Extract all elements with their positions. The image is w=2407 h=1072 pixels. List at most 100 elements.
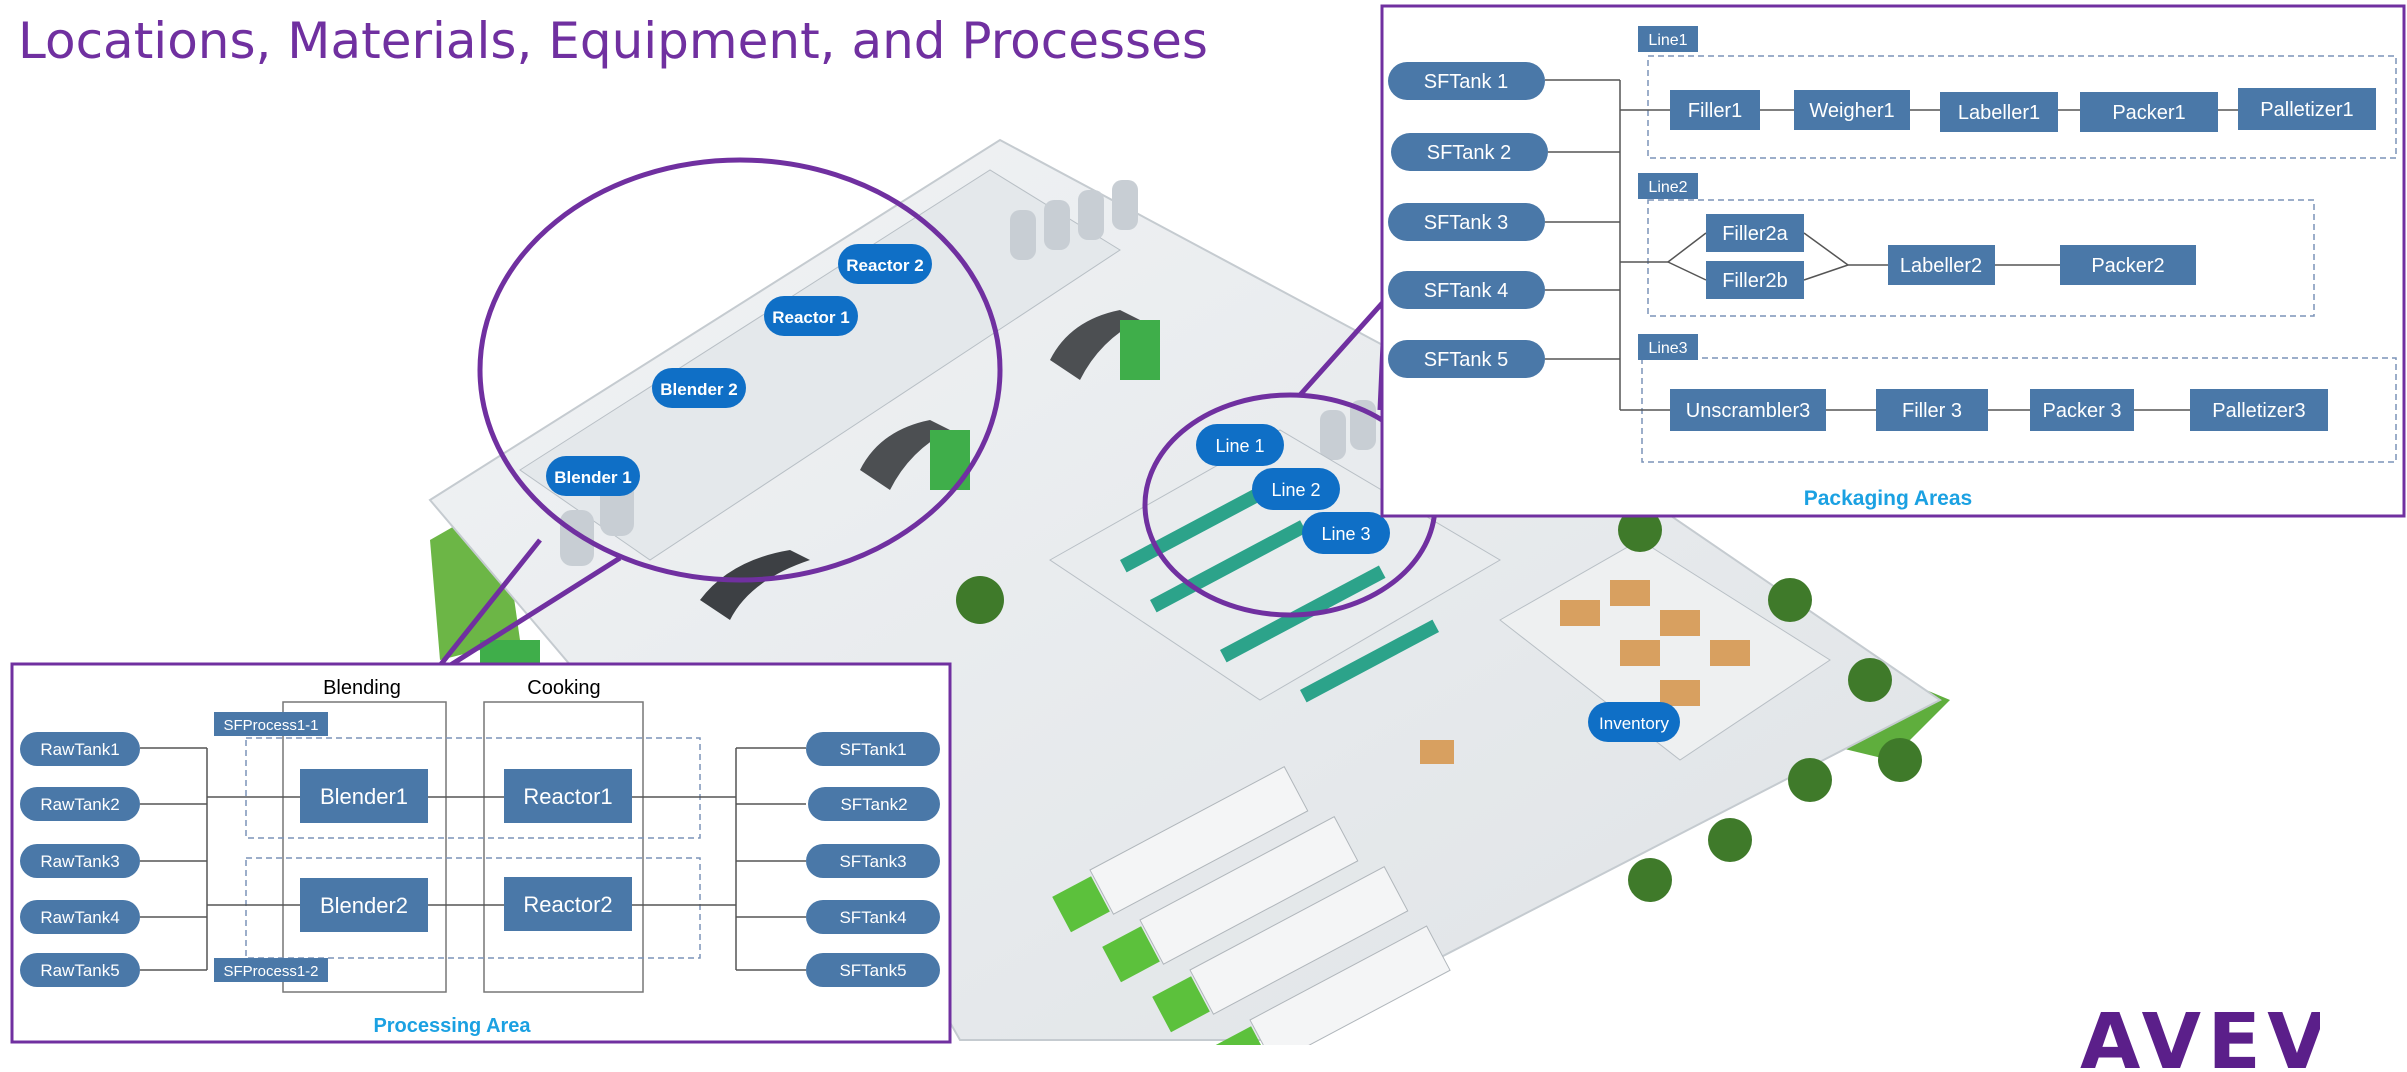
- plant-label-line1[interactable]: Line 1: [1196, 424, 1284, 466]
- processing-area-caption: Processing Area: [373, 1015, 531, 1037]
- svg-text:Inventory: Inventory: [1599, 714, 1669, 733]
- process2-dashed-frame: [245, 857, 701, 959]
- svg-text:Reactor 1: Reactor 1: [772, 308, 849, 327]
- line2-tag[interactable]: Line2: [1638, 173, 1698, 199]
- svg-text:Reactor1: Reactor1: [523, 784, 612, 809]
- line2-labeller[interactable]: Labeller2: [1888, 245, 1995, 285]
- plant-label-inventory[interactable]: Inventory: [1588, 702, 1680, 742]
- svg-text:Blender1: Blender1: [320, 784, 408, 809]
- line3-unscrambler[interactable]: Unscrambler3: [1670, 389, 1826, 431]
- pkg-sf-tank-4[interactable]: SFTank 4: [1388, 271, 1545, 309]
- svg-text:SFProcess1-1: SFProcess1-1: [223, 717, 318, 734]
- svg-text:Labeller2: Labeller2: [1900, 255, 1982, 277]
- svg-text:RawTank3: RawTank3: [40, 852, 119, 871]
- column-blending: Blending: [323, 677, 401, 699]
- svg-text:SFTank 4: SFTank 4: [1424, 280, 1508, 302]
- process1-dashed-frame: [245, 737, 701, 839]
- svg-text:Palletizer3: Palletizer3: [2212, 400, 2305, 422]
- svg-text:Packer1: Packer1: [2112, 102, 2185, 124]
- line1-palletizer[interactable]: Palletizer1: [2238, 88, 2376, 130]
- pkg-sf-tank-1[interactable]: SFTank 1: [1388, 62, 1545, 100]
- svg-text:SFTank4: SFTank4: [839, 908, 906, 927]
- blender2-box[interactable]: Blender2: [300, 878, 428, 932]
- raw-tank-2[interactable]: RawTank2: [20, 787, 140, 821]
- raw-tank-5[interactable]: RawTank5: [20, 953, 140, 987]
- line1-labeller[interactable]: Labeller1: [1940, 92, 2058, 132]
- plant-label-line2[interactable]: Line 2: [1252, 468, 1340, 510]
- svg-text:SFTank3: SFTank3: [839, 852, 906, 871]
- svg-text:RawTank4: RawTank4: [40, 908, 119, 927]
- slide: Locations, Materials, Equipment, and Pro…: [10, 4, 2406, 1072]
- process-tag-2[interactable]: SFProcess1-2: [214, 958, 328, 982]
- line2-filler-b[interactable]: Filler2b: [1706, 261, 1804, 299]
- svg-text:Filler1: Filler1: [1688, 100, 1742, 122]
- svg-text:Blender 1: Blender 1: [554, 468, 631, 487]
- svg-text:Line 3: Line 3: [1321, 524, 1370, 544]
- line2-dashed-frame: [1647, 199, 2315, 317]
- sf-tank-2[interactable]: SFTank2: [808, 787, 940, 821]
- reactor2-box[interactable]: Reactor2: [504, 877, 632, 931]
- cooking-column-frame: [483, 701, 644, 993]
- packaging-connectors: [1545, 79, 2238, 411]
- svg-text:Line2: Line2: [1648, 179, 1687, 196]
- sf-tank-4[interactable]: SFTank4: [806, 900, 940, 934]
- processing-callout-ellipse: [477, 157, 1003, 583]
- svg-text:SFTank 1: SFTank 1: [1424, 71, 1508, 93]
- box-stacks: [1420, 580, 1750, 764]
- line1-packer[interactable]: Packer1: [2080, 92, 2218, 132]
- reactor1-box[interactable]: Reactor1: [504, 769, 632, 823]
- line3-packer[interactable]: Packer 3: [2030, 389, 2134, 431]
- aveva-logo: AVEVA: [2080, 1012, 2320, 1072]
- line1-tag[interactable]: Line1: [1638, 26, 1698, 52]
- svg-text:Unscrambler3: Unscrambler3: [1686, 400, 1810, 422]
- plant-label-blender2[interactable]: Blender 2: [652, 368, 746, 408]
- line3-palletizer[interactable]: Palletizer3: [2190, 389, 2328, 431]
- plant-label-reactor1[interactable]: Reactor 1: [764, 296, 858, 336]
- plant-label-line3[interactable]: Line 3: [1302, 512, 1390, 554]
- svg-text:Palletizer1: Palletizer1: [2260, 99, 2353, 121]
- svg-text:SFTank5: SFTank5: [839, 961, 906, 980]
- line3-filler[interactable]: Filler 3: [1876, 389, 1988, 431]
- line3-tag[interactable]: Line3: [1638, 334, 1698, 360]
- page-title: Locations, Materials, Equipment, and Pro…: [18, 12, 1208, 70]
- line2-filler-a[interactable]: Filler2a: [1706, 214, 1804, 252]
- pkg-sf-tank-5[interactable]: SFTank 5: [1388, 340, 1545, 378]
- pkg-sf-tank-2[interactable]: SFTank 2: [1391, 133, 1548, 171]
- svg-text:SFTank 5: SFTank 5: [1424, 349, 1508, 371]
- sf-tank-5[interactable]: SFTank5: [806, 953, 940, 987]
- svg-text:Weigher1: Weigher1: [1809, 100, 1894, 122]
- svg-text:Filler2b: Filler2b: [1722, 270, 1788, 292]
- line1-dashed-frame: [1647, 55, 2397, 159]
- sf-tank-3[interactable]: SFTank3: [806, 844, 940, 878]
- plant-label-reactor2[interactable]: Reactor 2: [838, 244, 932, 284]
- svg-text:Line 1: Line 1: [1215, 436, 1264, 456]
- svg-text:Labeller1: Labeller1: [1958, 102, 2040, 124]
- process-tag-1[interactable]: SFProcess1-1: [214, 712, 328, 736]
- svg-text:Reactor2: Reactor2: [523, 892, 612, 917]
- processing-area-panel: Blending Cooking: [10, 662, 952, 1044]
- line2-packer[interactable]: Packer2: [2060, 245, 2196, 285]
- svg-text:SFTank 3: SFTank 3: [1424, 212, 1508, 234]
- svg-text:Packer2: Packer2: [2091, 255, 2164, 277]
- svg-text:Blender 2: Blender 2: [660, 380, 737, 399]
- line1-filler[interactable]: Filler1: [1670, 90, 1760, 130]
- svg-text:Filler 3: Filler 3: [1902, 400, 1962, 422]
- svg-text:SFTank2: SFTank2: [840, 795, 907, 814]
- truck-group: [1052, 766, 1451, 1045]
- line1-weigher[interactable]: Weigher1: [1794, 90, 1910, 130]
- packaging-areas-caption: Packaging Areas: [1804, 487, 1972, 510]
- svg-text:SFTank1: SFTank1: [839, 740, 906, 759]
- raw-tank-4[interactable]: RawTank4: [20, 900, 140, 934]
- blender1-box[interactable]: Blender1: [300, 769, 428, 823]
- sf-tank-1[interactable]: SFTank1: [806, 732, 940, 766]
- raw-tank-1[interactable]: RawTank1: [20, 732, 140, 766]
- pkg-sf-tank-3[interactable]: SFTank 3: [1388, 203, 1545, 241]
- plant-label-blender1[interactable]: Blender 1: [546, 456, 640, 496]
- tree-group: [956, 508, 1922, 902]
- column-cooking: Cooking: [527, 677, 600, 699]
- roof-group: [480, 310, 1160, 680]
- blending-column-frame: [282, 701, 447, 993]
- svg-text:Line 2: Line 2: [1271, 480, 1320, 500]
- diagram-canvas: Reactor 2 Reactor 1 Blender 2 Blender 1 …: [10, 4, 2406, 1045]
- raw-tank-3[interactable]: RawTank3: [20, 844, 140, 878]
